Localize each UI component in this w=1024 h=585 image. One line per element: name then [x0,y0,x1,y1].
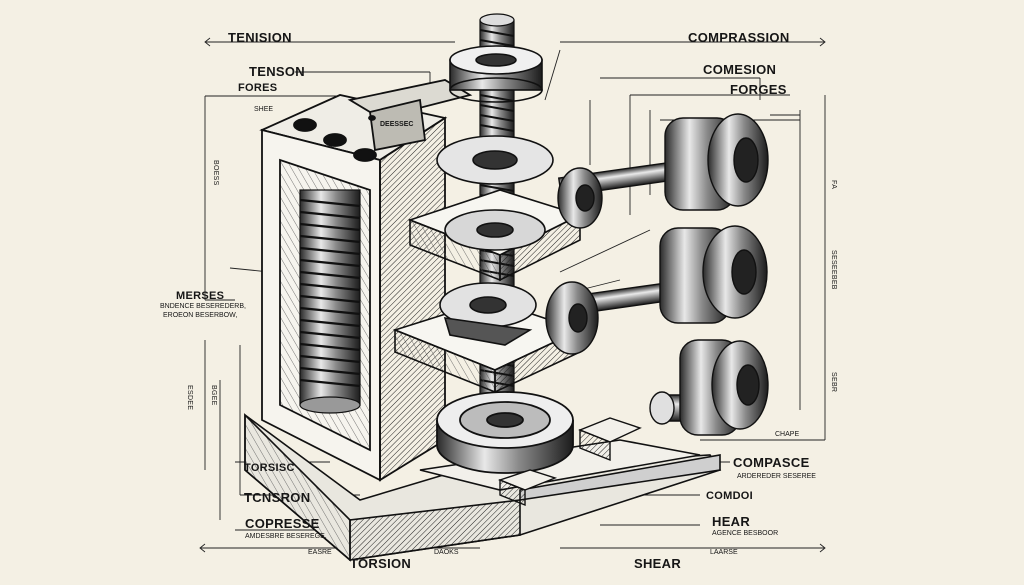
label-shee: SHEE [254,106,274,113]
bottom-flywheel [436,391,574,474]
base-blocks [497,417,642,507]
label-plate-text: DEESSEC [380,121,414,128]
label-laarse: LAARSE [710,549,738,556]
rod-rings [436,135,554,346]
label-compression-top: COMPRASSION [688,30,790,45]
label-tenson: TENSON [249,64,305,79]
label-hear: HEAR [712,514,751,529]
shaft-middle [545,225,768,355]
label-compasce: COMPASCE [733,455,810,470]
label-easre: EASRE [308,549,332,556]
label-hear-sub: AGENCE BESBOOR [712,530,779,537]
label-shear-bottom: SHEAR [634,556,682,571]
label-right-vert2: SEBR [830,372,837,393]
label-left-vert1: BOESS [212,160,219,186]
label-chape: CHAPE [775,431,800,438]
label-daoks: DAOKS [434,549,459,556]
shaft-bottom [649,339,769,436]
label-fores: FORES [238,82,278,94]
label-torsion-bottom: TORSION [350,556,412,571]
label-tcnsron: TCNSRON [244,490,311,505]
label-right-vert3: FA [830,180,837,190]
label-left-vert3: ESDEE [186,385,193,411]
label-tension-top: TENISION [228,30,292,45]
inner-spring [299,189,361,414]
label-forges: FORGES [730,82,787,97]
label-merses-sub1: BNDENCE BESEREDERB, [160,303,246,310]
label-merses-sub2: EROEON BESERBOW, [163,312,238,319]
shaft-top [557,113,769,229]
label-copresse-sub: AMDESBRE BESEREGE, [245,533,327,540]
label-right-vert1: SESEEBEB [830,250,837,290]
label-left-vert2: BGEE [210,385,217,406]
base-plate [244,413,722,562]
label-comesion: COMESION [703,62,777,77]
label-compasce-sub: ARDEREDER SESEREE [737,473,816,480]
top-collar [449,45,543,103]
label-torsisc: TORSISC [244,462,295,474]
label-merses: MERSES [176,290,225,302]
label-copresse: COPRESSE [245,516,320,531]
label-comdoi: COMDOI [706,490,754,502]
